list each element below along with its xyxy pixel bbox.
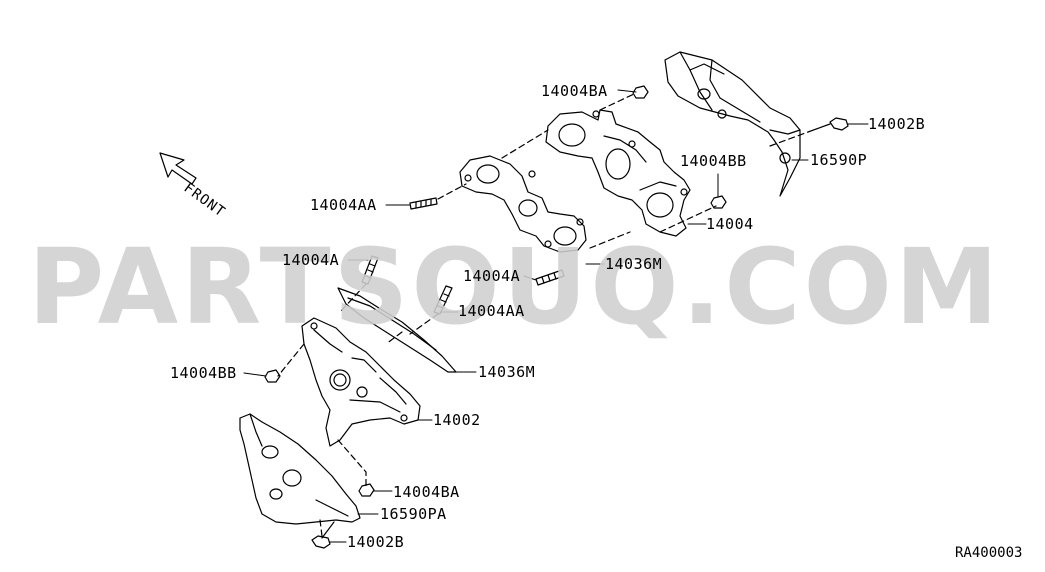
nut-14004BB-upper-icon xyxy=(710,195,727,209)
stud-14004A-mid xyxy=(535,269,565,286)
callout-14004A-mid[interactable]: 14004A xyxy=(463,267,521,285)
callout-14002B-bottom[interactable]: 14002B xyxy=(347,533,405,551)
exhaust-manifold-lower xyxy=(301,317,421,447)
manifold-gasket-upper xyxy=(459,155,587,253)
diagram-reference-code: RA400003 xyxy=(955,545,1023,561)
stud-14004AA-upper xyxy=(409,197,438,210)
callout-14004A-left[interactable]: 14004A xyxy=(282,251,340,269)
callout-14004[interactable]: 14004 xyxy=(706,215,754,233)
front-arrow-icon xyxy=(159,152,197,185)
manifold-gasket-lower xyxy=(337,287,457,373)
callout-16590P[interactable]: 16590P xyxy=(810,151,868,169)
nut-14004BB-lower-icon xyxy=(264,369,281,383)
heat-insulator-lower xyxy=(239,413,361,525)
stud-14004AA-mid xyxy=(433,285,453,315)
callout-14004BA-top[interactable]: 14004BA xyxy=(541,82,608,100)
bolt-14002B-upper-icon xyxy=(807,117,849,133)
callout-14004AA-left[interactable]: 14004AA xyxy=(310,196,377,214)
nut-14004BA-lower-icon xyxy=(358,483,375,497)
callout-14004BB-top[interactable]: 14004BB xyxy=(680,152,747,170)
callout-14002B-top[interactable]: 14002B xyxy=(868,115,926,133)
callout-14036M-bottom[interactable]: 14036M xyxy=(478,363,536,381)
callout-14004AA-mid[interactable]: 14004AA xyxy=(458,302,525,320)
heat-insulator-upper xyxy=(664,51,801,197)
nut-14004BA-upper-icon xyxy=(632,85,649,99)
callout-14004BA-bottom[interactable]: 14004BA xyxy=(393,483,460,501)
callout-14002[interactable]: 14002 xyxy=(433,411,481,429)
bolt-14002B-lower-icon xyxy=(311,521,335,549)
leader-lines xyxy=(243,89,869,543)
assembly-lines xyxy=(277,93,809,537)
callout-14004BB-left[interactable]: 14004BB xyxy=(170,364,237,382)
stud-14004A-left xyxy=(361,255,379,285)
callout-16590PA[interactable]: 16590PA xyxy=(380,505,447,523)
callout-14036M-top[interactable]: 14036M xyxy=(605,255,663,273)
exhaust-manifold-upper xyxy=(545,109,691,237)
